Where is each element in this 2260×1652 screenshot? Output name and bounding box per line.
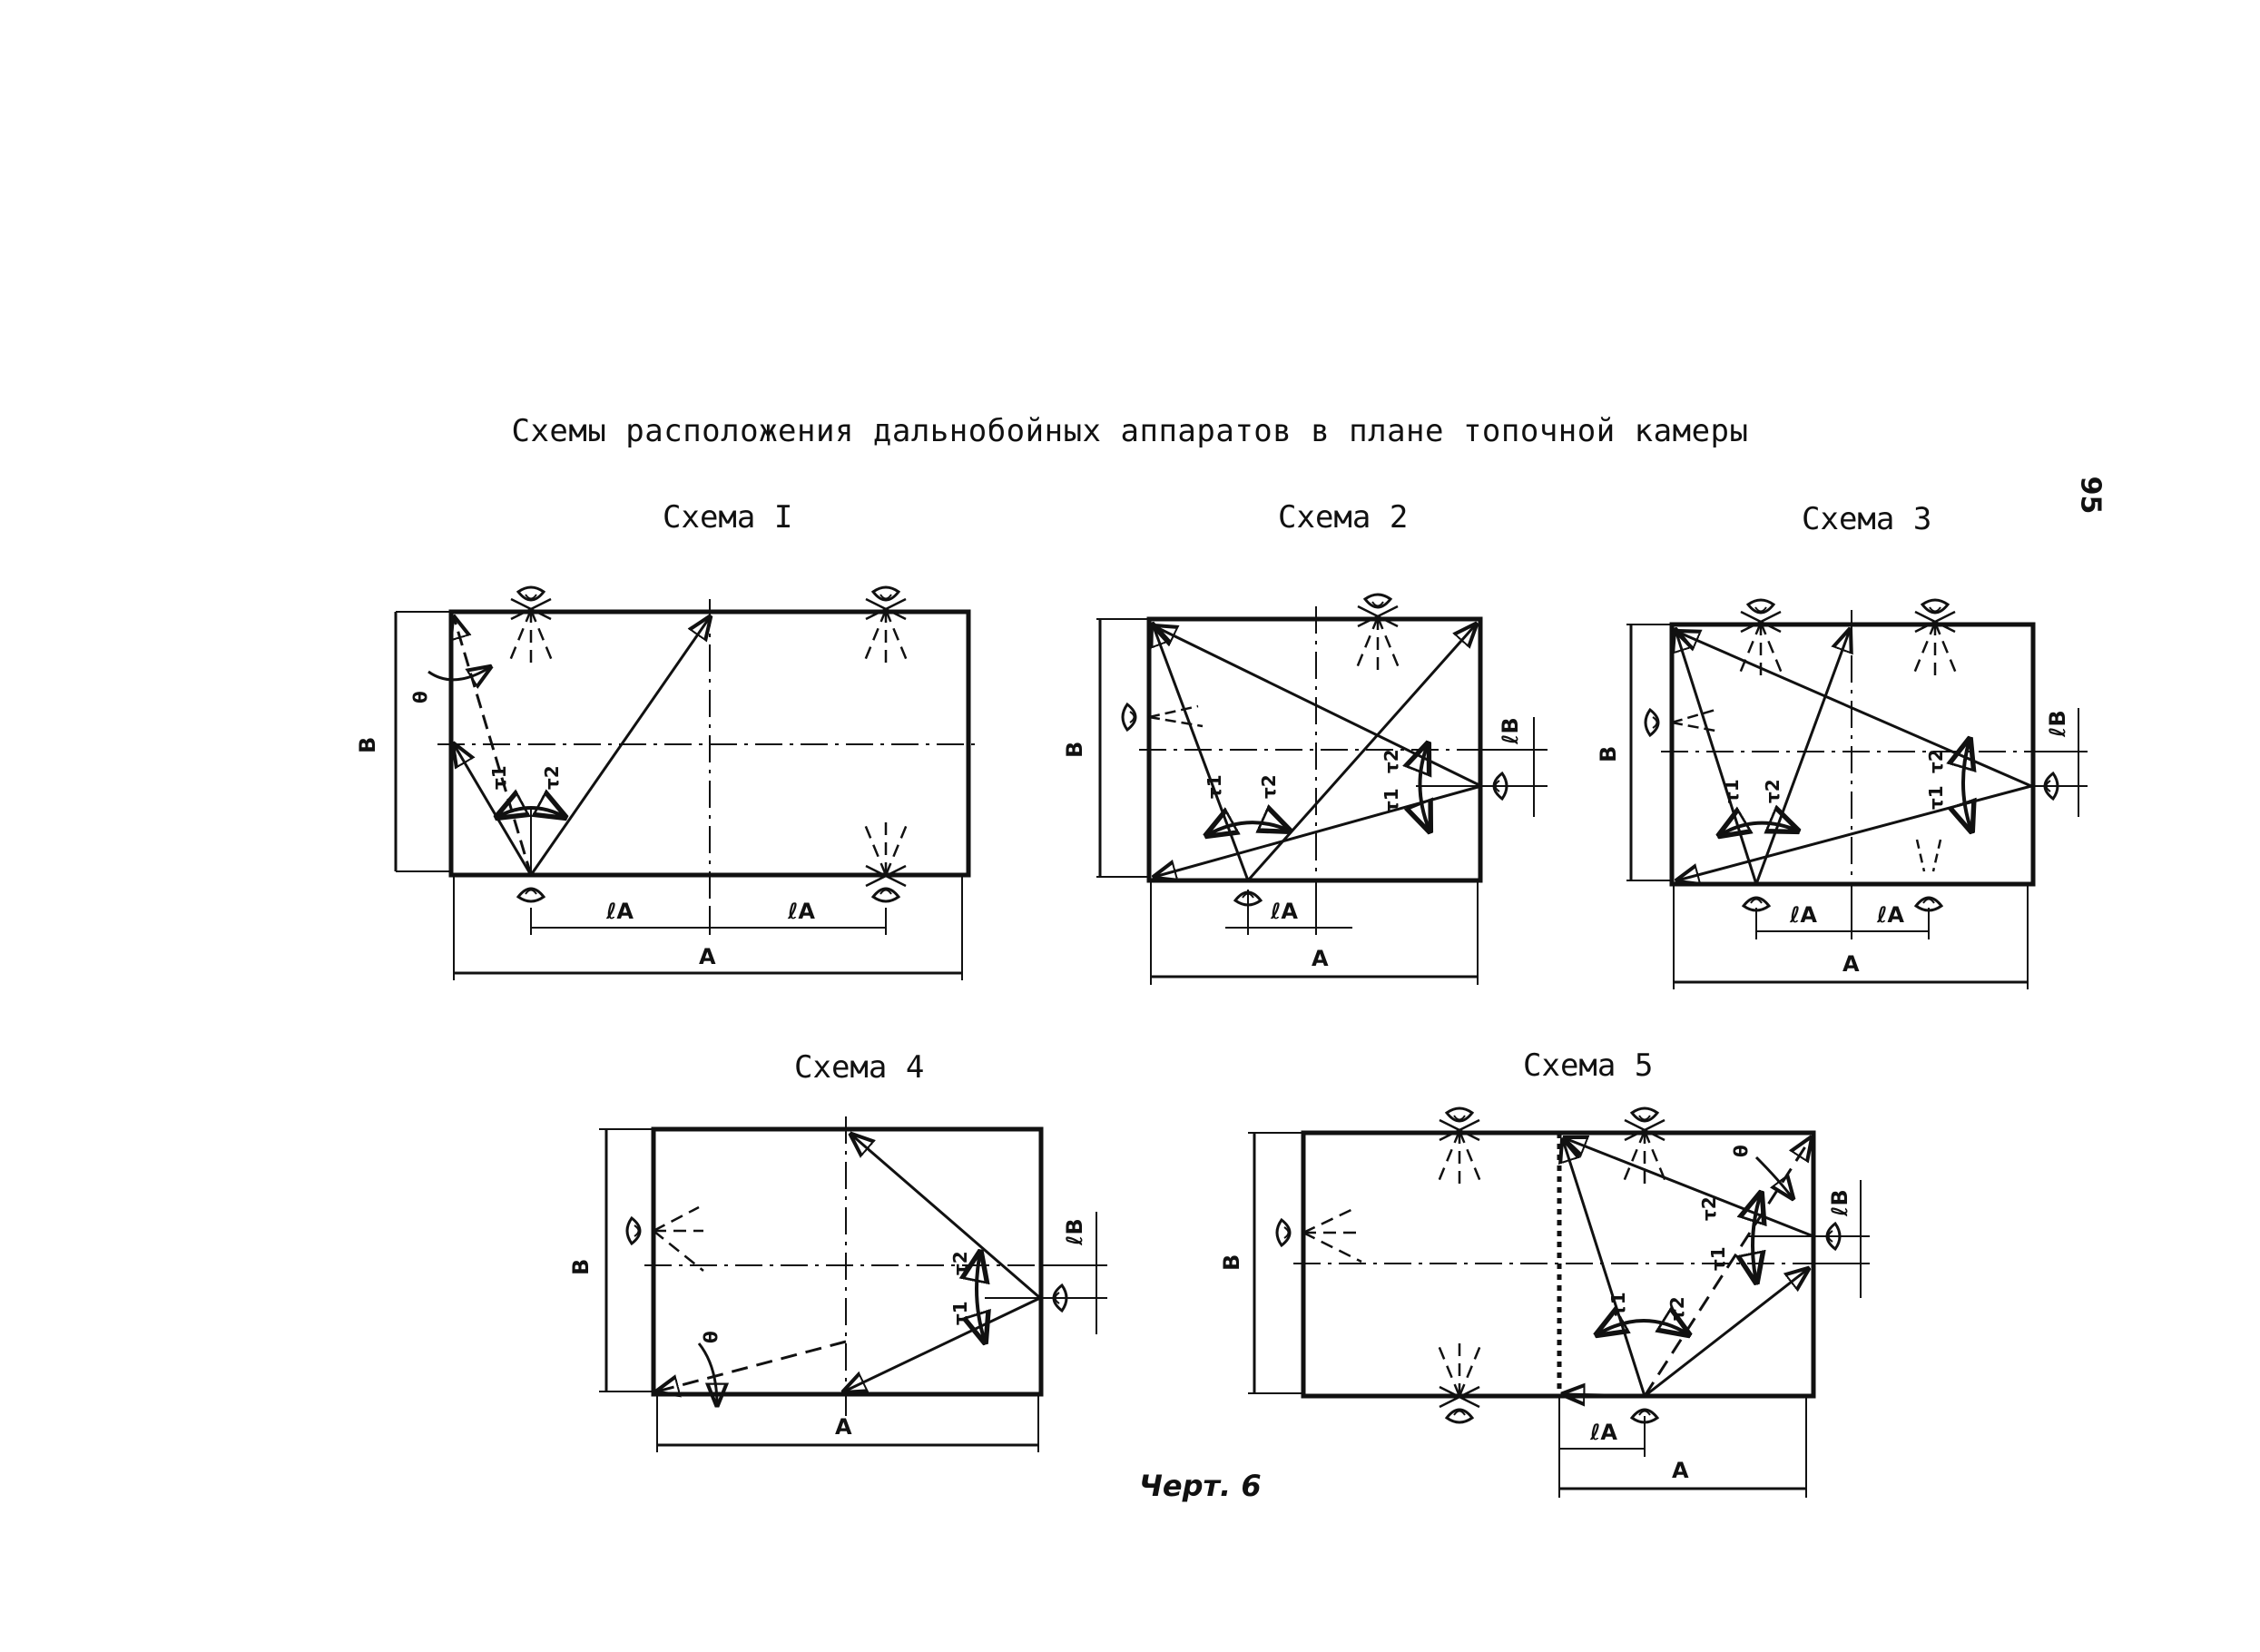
scheme-3-lb-label: ℓB [2045,710,2070,738]
scheme-3-tau2-right-label: τ2 [1925,749,1947,773]
scheme-4-tau2-label: τ2 [949,1251,971,1275]
scheme-2-tau2-label: τ2 [1258,774,1280,799]
scheme-3-la-label-1: ℓA [1789,902,1817,928]
scheme-3-tau1-right-label: τ1 [1925,785,1947,810]
scheme-4-tau1-label: τ1 [949,1301,971,1325]
scheme-5-tau2-label: τ2 [1666,1296,1688,1321]
scheme-4-a-label: A [835,1414,852,1440]
scheme-5-tau2-right-label: τ2 [1698,1196,1720,1221]
scheme-5-a-label: A [1672,1458,1689,1483]
scheme-1: В θ τ1 τ2 ℓA ℓA [355,585,980,980]
scheme-5-tau1-right-label: τ1 [1707,1246,1729,1271]
scheme-1-title: Схема I [663,499,793,536]
scheme-2-tau1-right-label: τ1 [1381,788,1402,812]
scheme-5: В θ τ2 τ1 τ1 τ2 [1219,1106,1870,1498]
scheme-1-tau2-label: τ2 [541,765,563,790]
scheme-2-lb-label: ℓB [1498,717,1523,745]
scheme-2: В τ1 τ2 τ2 τ1 ℓB [1062,593,1548,985]
scheme-3-title: Схема 3 [1802,501,1932,537]
scheme-1-tau1-label: τ1 [488,765,510,790]
scheme-3-a-label: A [1842,951,1860,977]
scheme-4-furnace-outline [651,1126,1044,1397]
scheme-3: В τ1 τ2 τ2 τ1 ℓB [1596,598,2088,989]
scheme-1-b-label: В [355,737,380,753]
scheme-2-a-label: A [1312,946,1329,971]
scheme-2-la-label: ℓA [1270,899,1298,924]
scheme-2-b-label: В [1062,742,1087,758]
scheme-5-la-label: ℓA [1589,1420,1617,1445]
drawing-title: Схемы расположения дальнобойных аппарато… [511,413,1749,449]
scheme-2-tau2-right-label: τ2 [1381,749,1402,773]
scheme-2-tau1-label: τ1 [1204,774,1225,799]
scheme-3-tau2-label: τ2 [1762,779,1783,803]
scheme-1-la-label-2: ℓA [787,899,815,924]
scheme-5-title: Схема 5 [1523,1047,1654,1084]
scheme-1-a-label: A [699,944,716,969]
scheme-5-theta-label: θ [1730,1145,1752,1157]
scheme-4: В θ τ2 τ1 ℓB A [568,1116,1107,1452]
scheme-1-la-label-1: ℓA [605,899,634,924]
scheme-4-title: Схема 4 [794,1049,925,1086]
figure-caption: Черт. 6 [1139,1469,1262,1503]
scheme-5-tau1-label: τ1 [1607,1292,1629,1316]
scheme-2-title: Схема 2 [1278,499,1409,536]
scheme-5-b-label: В [1219,1254,1244,1271]
scheme-4-b-label: В [568,1259,594,1275]
scheme-3-la-label-2: ℓA [1876,902,1904,928]
scheme-3-tau1-label: τ1 [1721,779,1743,803]
scheme-4-lb-label: ℓB [1062,1218,1087,1246]
scheme-3-b-label: В [1596,746,1621,762]
scheme-5-lb-label: ℓB [1827,1189,1852,1217]
scheme-1-theta-label: θ [409,691,431,703]
scheme-4-theta-label: θ [700,1331,722,1343]
